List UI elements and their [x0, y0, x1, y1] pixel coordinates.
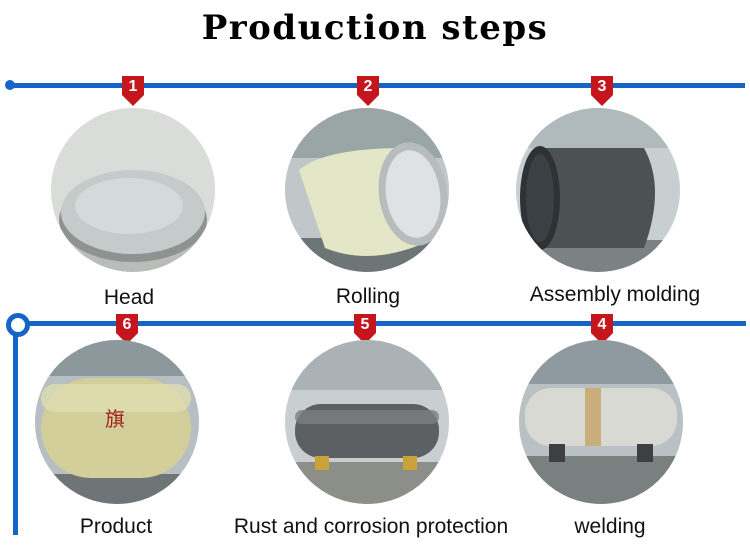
step-number: 4 — [597, 316, 607, 333]
step-label-rolling: Rolling — [335, 285, 401, 308]
step-badge-1: 1 — [120, 76, 146, 106]
timeline-start-dot — [5, 80, 15, 90]
step-number: 6 — [122, 316, 132, 333]
step-badge-3: 3 — [589, 76, 615, 106]
step-number: 3 — [597, 78, 607, 95]
step-label-head: Head — [103, 286, 155, 309]
finished-tank-photo: 旗 — [35, 340, 199, 504]
page-title: Production steps — [201, 8, 549, 48]
steel-tank-photo — [285, 340, 449, 504]
assembled-cylinder-photo — [516, 108, 680, 272]
svg-text:旗: 旗 — [105, 407, 125, 431]
timeline-ring — [6, 313, 30, 337]
step-badge-2: 2 — [355, 76, 381, 106]
step-number: 2 — [363, 78, 373, 95]
step-number: 1 — [128, 78, 138, 95]
step-label-welding: welding — [574, 515, 646, 538]
step-badge-6: 6 — [114, 314, 140, 344]
rolled-shell-photo — [285, 108, 449, 272]
timeline-bottom — [16, 321, 746, 326]
tank-head-photo — [51, 108, 215, 272]
timeline-connector — [13, 330, 18, 535]
step-number: 5 — [360, 316, 370, 333]
step-label-product: Product — [79, 515, 153, 538]
step-label-rust-protection: Rust and corrosion protection — [233, 515, 509, 538]
step-badge-5: 5 — [352, 314, 378, 344]
welded-tank-photo — [519, 340, 683, 504]
step-badge-4: 4 — [589, 314, 615, 344]
step-label-assembly-molding: Assembly molding — [529, 283, 701, 306]
